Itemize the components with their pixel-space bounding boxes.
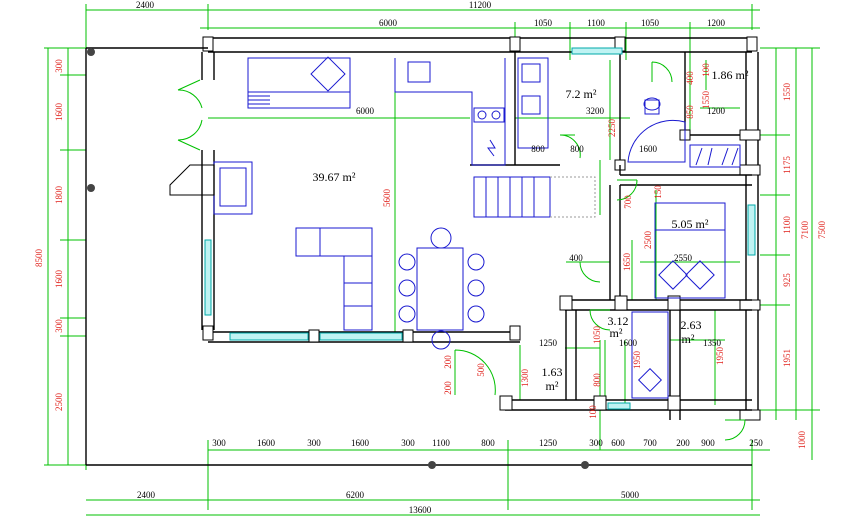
area-living: 39.67 m² (313, 170, 356, 184)
dim-bottom-1250: 1250 (539, 438, 558, 448)
windows (204, 47, 756, 410)
dim-s3-1950: 1950 (715, 347, 725, 366)
dim-bottom-13600: 13600 (409, 505, 432, 515)
area-storage-b-unit: m² (682, 332, 695, 346)
dim-left-1600a: 1600 (54, 103, 64, 122)
dim-bed-400: 400 (569, 253, 583, 263)
dim-top-11200: 11200 (469, 0, 492, 10)
right-dimension-labels: 1550 1175 1100 925 1951 7100 7500 1000 (782, 83, 827, 450)
dim-bottom-900: 900 (701, 438, 715, 448)
dim-s1-1250: 1250 (539, 338, 558, 348)
left-dimension-labels: 300 1600 1800 1600 300 2500 8500 (34, 59, 64, 411)
dimension-lines (44, 4, 820, 516)
dim-top-2400: 2400 (136, 0, 155, 10)
dim-door-800a: 800 (531, 144, 545, 154)
dim-bed-1650: 1650 (622, 253, 632, 272)
dim-left-300b: 300 (54, 319, 64, 333)
dim-bath-850: 850 (685, 105, 695, 119)
dim-right-7100: 7100 (800, 221, 810, 240)
dim-bottom-200: 200 (676, 438, 690, 448)
dim-bottom-2400: 2400 (137, 490, 156, 500)
dim-left-1800: 1800 (54, 186, 64, 205)
dim-bath-1200: 1200 (707, 106, 726, 116)
dim-bottom-600: 600 (611, 438, 625, 448)
dim-bottom-800: 800 (481, 438, 495, 448)
dim-bath-400: 400 (685, 71, 695, 85)
room-area-labels: 39.67 m² 7.2 m² 1.86 m² 5.05 m² 3.12 m² … (313, 68, 749, 393)
bottom-dimension-labels: 300 1600 300 1600 300 1100 800 1250 300 … (137, 438, 763, 515)
dim-bath-100: 100 (701, 63, 711, 77)
dim-stair-150: 150 (653, 185, 663, 199)
dim-kitchen-3200: 3200 (586, 106, 605, 116)
dim-s1-500: 500 (476, 363, 486, 377)
dim-top-1200: 1200 (707, 18, 726, 28)
dim-left-8500: 8500 (34, 249, 44, 268)
dim-bottom-6200: 6200 (346, 490, 365, 500)
area-storage-b-value: 2.63 (681, 318, 702, 332)
dim-bottom-700: 700 (643, 438, 657, 448)
dim-s2-1950: 1950 (632, 351, 642, 370)
dim-bath-1600: 1600 (639, 144, 658, 154)
dim-bottom-250: 250 (749, 438, 763, 448)
dim-living-5600: 5600 (382, 189, 392, 208)
dim-s2-1050: 1050 (592, 326, 602, 345)
area-kitchen: 7.2 m² (566, 87, 597, 101)
dim-bed-2500: 2500 (643, 231, 653, 250)
dim-right-1100: 1100 (782, 216, 792, 234)
dim-top-1050b: 1050 (641, 18, 660, 28)
dim-bottom-1600a: 1600 (257, 438, 276, 448)
area-storage-a-unit: m² (610, 326, 623, 340)
dim-s1-1300: 1300 (520, 369, 530, 388)
dim-s3-1350: 1350 (703, 338, 722, 348)
dim-bottom-300d: 300 (589, 438, 603, 448)
dim-left-2500: 2500 (54, 393, 64, 412)
dim-bath-1550: 1550 (701, 91, 711, 110)
dim-right-1951: 1951 (782, 349, 792, 367)
dim-kitchen-2250: 2250 (607, 119, 617, 138)
dim-s1-100: 100 (588, 405, 598, 419)
dim-s1-800: 800 (592, 373, 602, 387)
dim-s1-200b: 200 (443, 381, 453, 395)
dim-bottom-300b: 300 (307, 438, 321, 448)
dim-right-7500: 7500 (817, 221, 827, 240)
interior-dimension-labels: 6000 5600 3200 2250 1200 1600 800 800 40… (356, 63, 726, 419)
dim-top-1100: 1100 (587, 18, 605, 28)
area-bedroom: 5.05 m² (672, 217, 709, 231)
furniture (169, 56, 741, 399)
area-entry-value: 1.63 (542, 365, 563, 379)
dim-bottom-5000: 5000 (621, 490, 640, 500)
posts (87, 48, 589, 469)
doors (177, 61, 746, 441)
dim-bed-2550: 2550 (674, 253, 693, 263)
dim-bottom-1100: 1100 (432, 438, 450, 448)
dim-left-300a: 300 (54, 59, 64, 73)
top-dimension-labels: 2400 11200 6000 1050 1100 1050 1200 (136, 0, 726, 28)
dim-s2-1600: 1600 (619, 338, 638, 348)
dim-door-800b: 800 (570, 144, 584, 154)
area-bath: 1.86 m² (712, 68, 749, 82)
dim-stair-700: 700 (623, 195, 633, 209)
dim-living-6000: 6000 (356, 106, 375, 116)
dim-right-1175: 1175 (782, 156, 792, 174)
dim-s1-200a: 200 (443, 355, 453, 369)
dim-bottom-300a: 300 (212, 438, 226, 448)
area-storage-a-value: 3.12 (608, 314, 629, 328)
walls (85, 36, 761, 466)
dim-right-1000: 1000 (797, 431, 807, 450)
dim-left-1600b: 1600 (54, 270, 64, 289)
area-entry-unit: m² (546, 379, 559, 393)
dim-top-1050a: 1050 (534, 18, 553, 28)
dim-bottom-300c: 300 (401, 438, 415, 448)
dim-top-6000: 6000 (379, 18, 398, 28)
dim-bottom-1600b: 1600 (351, 438, 370, 448)
dim-right-925: 925 (782, 273, 792, 287)
dim-right-1550: 1550 (782, 83, 792, 102)
